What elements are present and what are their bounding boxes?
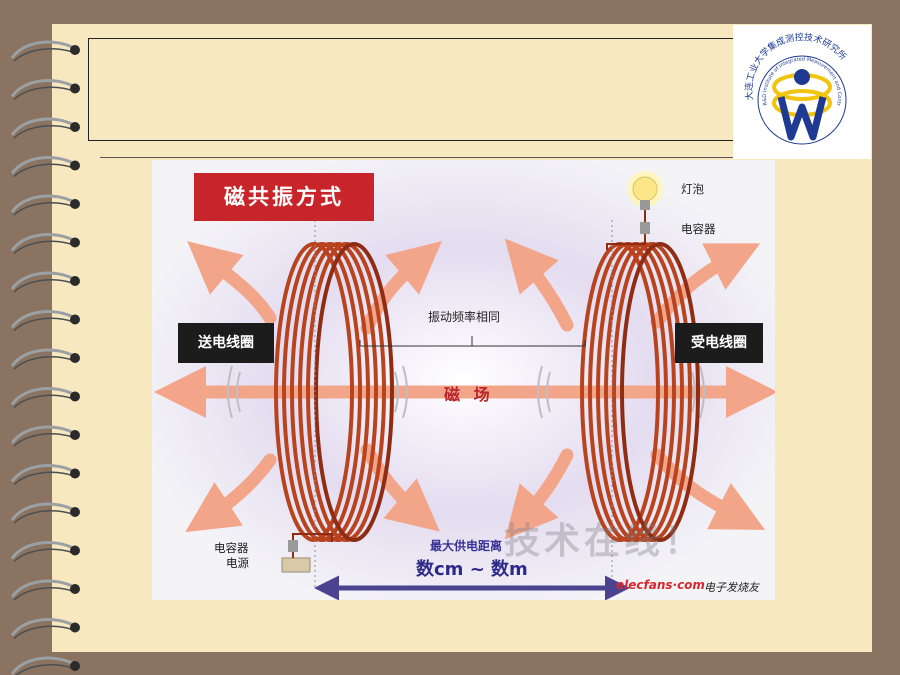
magnetic-resonance-figure: 磁共振方式 送电线圈 受电线圈 振动频率相同 磁 场 灯泡 电容器 电容器 电源… xyxy=(152,160,775,600)
right-capacitor-icon xyxy=(640,222,650,234)
bulb-label: 灯泡 xyxy=(681,182,704,196)
spiral-ring-icon xyxy=(10,156,80,178)
figure-heading: 磁共振方式 xyxy=(224,185,344,209)
resonance-label: 振动频率相同 xyxy=(428,310,501,324)
left-capacitor-icon xyxy=(288,540,298,552)
spiral-ring-icon xyxy=(10,348,80,370)
spiral-ring-icon xyxy=(10,233,80,255)
logo-emblem-icon: 大连工业大学集成测控技术研究所 R&D Institute of Integra… xyxy=(731,21,849,145)
spiral-binding xyxy=(10,40,80,675)
institute-logo: 大连工业大学集成测控技术研究所 R&D Institute of Integra… xyxy=(731,21,871,159)
title-rule xyxy=(100,157,736,158)
spiral-ring-icon xyxy=(10,117,80,139)
heading-banner xyxy=(194,173,374,221)
spiral-ring-icon xyxy=(10,194,80,216)
resonance-waves xyxy=(227,365,705,419)
slide-title-box[interactable] xyxy=(88,38,736,141)
spiral-ring-icon xyxy=(10,579,80,601)
spiral-ring-icon xyxy=(10,618,80,640)
spiral-ring-icon xyxy=(10,541,80,563)
power-source-icon xyxy=(281,557,311,573)
spiral-ring-icon xyxy=(10,79,80,101)
spiral-ring-icon xyxy=(10,387,80,409)
left-wiring xyxy=(292,533,333,558)
spiral-ring-icon xyxy=(10,502,80,524)
capacitor-right-label: 电容器 xyxy=(681,222,716,236)
distance-title: 最大供电距离 xyxy=(430,539,503,553)
distance-value: 数cm ~ 数m xyxy=(416,559,528,580)
spiral-ring-icon xyxy=(10,40,80,62)
spiral-ring-icon xyxy=(10,656,80,675)
field-label: 磁 场 xyxy=(444,385,494,404)
brand-name-cn: 电子发烧友 xyxy=(704,581,759,594)
receive-coil-label: 受电线圈 xyxy=(675,323,763,363)
coil-plane-guides xyxy=(314,220,613,590)
spiral-ring-icon xyxy=(10,310,80,332)
watermark: 技术在线！ xyxy=(504,521,705,562)
resonance-bracket xyxy=(359,336,586,347)
power-source-label: 电源 xyxy=(226,556,249,570)
figure-drawing xyxy=(152,160,775,600)
brand-logo[interactable]: elecfans·com xyxy=(616,578,705,592)
transmit-coil-label: 送电线圈 xyxy=(178,323,274,363)
bulb-icon xyxy=(627,171,663,210)
transmit-coil xyxy=(274,242,394,542)
spiral-ring-icon xyxy=(10,271,80,293)
capacitor-left-label: 电容器 xyxy=(214,541,249,555)
spiral-ring-icon xyxy=(10,464,80,486)
right-wiring xyxy=(606,210,646,250)
spiral-ring-icon xyxy=(10,425,80,447)
